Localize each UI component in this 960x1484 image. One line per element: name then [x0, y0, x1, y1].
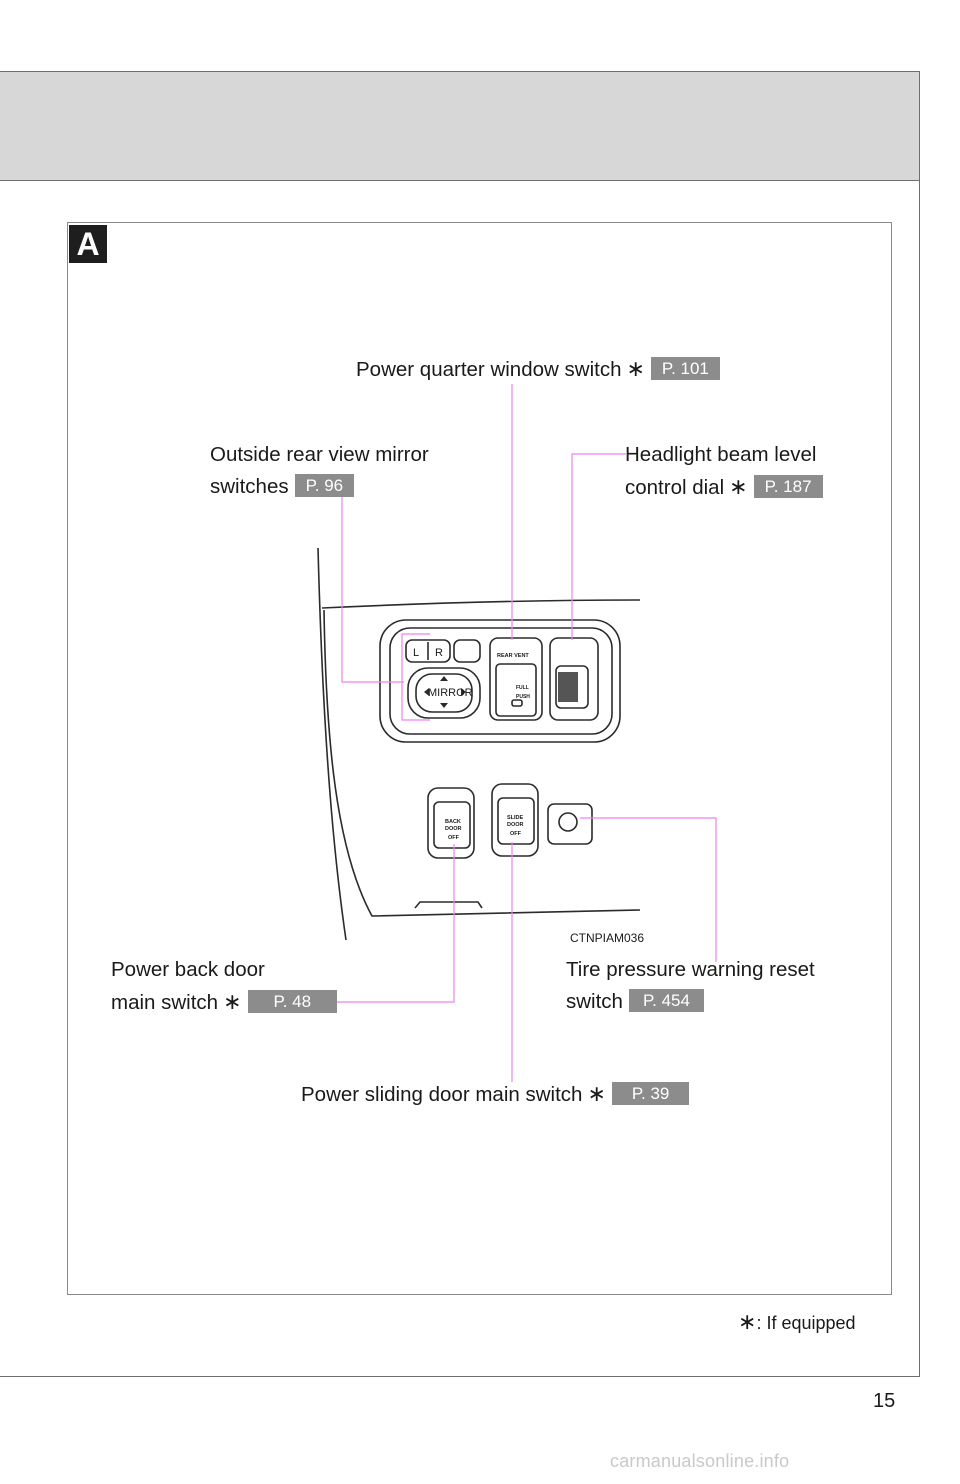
slide-door-text-2: DOOR: [507, 822, 524, 828]
footnote-text: : If equipped: [756, 1313, 856, 1333]
label-back-door-line2: main switch∗P. 48: [111, 986, 338, 1019]
back-door-switch-housing: [427, 787, 475, 859]
label-headlight-line2: control dial∗P. 187: [625, 471, 823, 504]
headlight-dial-housing: [549, 637, 599, 721]
push-text: PUSH: [516, 694, 530, 700]
dash-top-edge: [321, 599, 641, 609]
label-tire-pressure-line1: Tire pressure warning reset: [566, 958, 815, 981]
switch-bezel-inner: [389, 627, 613, 735]
header-band: [0, 71, 920, 181]
switch-bezel-outer: [379, 619, 621, 743]
page-ref-48[interactable]: P. 48: [247, 990, 338, 1013]
label-back-door-line1: Power back door: [111, 958, 265, 981]
label-mirror-line1: Outside rear view mirror: [210, 443, 429, 466]
mirror-r-text: R: [435, 647, 443, 659]
leader-back-door: [334, 844, 455, 1003]
slide-door-text-3: OFF: [510, 831, 522, 837]
full-text: FULL: [516, 685, 529, 691]
headlight-dial: [555, 665, 589, 709]
tire-reset-switch-housing: [547, 803, 593, 845]
label-mirror-text: switches: [210, 475, 289, 498]
section-tab: A: [69, 225, 107, 263]
mirror-joystick: [407, 667, 481, 719]
page-ref-96[interactable]: P. 96: [294, 474, 355, 497]
illustration-panel: [67, 222, 892, 1295]
rear-vent-switch: [495, 663, 537, 717]
dash-vent-slot: [414, 901, 483, 909]
rear-vent-text: REAR VENT: [497, 653, 529, 659]
page-frame-right: [919, 71, 920, 1377]
label-quarter-window-text: Power quarter window switch: [356, 358, 622, 381]
if-equipped-asterisk: ∗: [729, 474, 748, 499]
illustration-code: CTNPIAM036: [570, 931, 644, 945]
label-quarter-window: Power quarter window switch∗P. 101: [356, 353, 720, 386]
dash-outline-inner: [323, 609, 641, 917]
back-door-text-2: DOOR: [445, 826, 462, 832]
label-sliding-door-text: Power sliding door main switch: [301, 1083, 583, 1106]
page-ref-454[interactable]: P. 454: [628, 989, 704, 1012]
mirror-lr-selector: [405, 639, 451, 663]
page-ref-187[interactable]: P. 187: [753, 475, 823, 498]
if-equipped-asterisk: ∗: [587, 1081, 606, 1106]
label-headlight-line1: Headlight beam level: [625, 443, 817, 466]
footnote: ∗: If equipped: [738, 1309, 856, 1335]
slide-door-text-1: SLIDE: [507, 815, 524, 821]
mirror-l-text: L: [413, 647, 419, 659]
leader-tire-pressure: [580, 817, 717, 962]
label-back-door-text: main switch: [111, 991, 219, 1014]
leader-headlight: [571, 453, 626, 640]
if-equipped-asterisk: ∗: [223, 989, 242, 1014]
label-headlight-text: control dial: [625, 476, 725, 499]
if-equipped-asterisk: ∗: [626, 356, 645, 381]
page-frame-bottom: [0, 1376, 920, 1377]
page-ref-39[interactable]: P. 39: [611, 1082, 690, 1105]
rear-vent-switch-housing: [489, 637, 543, 721]
tire-reset-button: [558, 812, 578, 832]
label-sliding-door: Power sliding door main switch∗P. 39: [301, 1078, 690, 1111]
mirror-text: MIRROR: [428, 687, 473, 699]
page-ref-101[interactable]: P. 101: [650, 357, 720, 380]
page-number: 15: [873, 1390, 896, 1412]
back-door-switch: [433, 801, 471, 849]
bracket-mirror: [401, 633, 430, 721]
dash-outline-left: [317, 547, 347, 941]
label-tire-pressure-text: switch: [566, 990, 623, 1013]
slide-door-switch-housing: [491, 783, 539, 857]
slide-door-switch: [497, 797, 535, 845]
back-door-text-3: OFF: [448, 835, 460, 841]
footnote-asterisk: ∗: [738, 1309, 757, 1334]
watermark: carmanualsonline.info: [610, 1451, 790, 1471]
back-door-text-1: BACK: [445, 819, 461, 825]
leader-mirror: [341, 496, 404, 683]
mirror-fold-button: [453, 639, 481, 663]
